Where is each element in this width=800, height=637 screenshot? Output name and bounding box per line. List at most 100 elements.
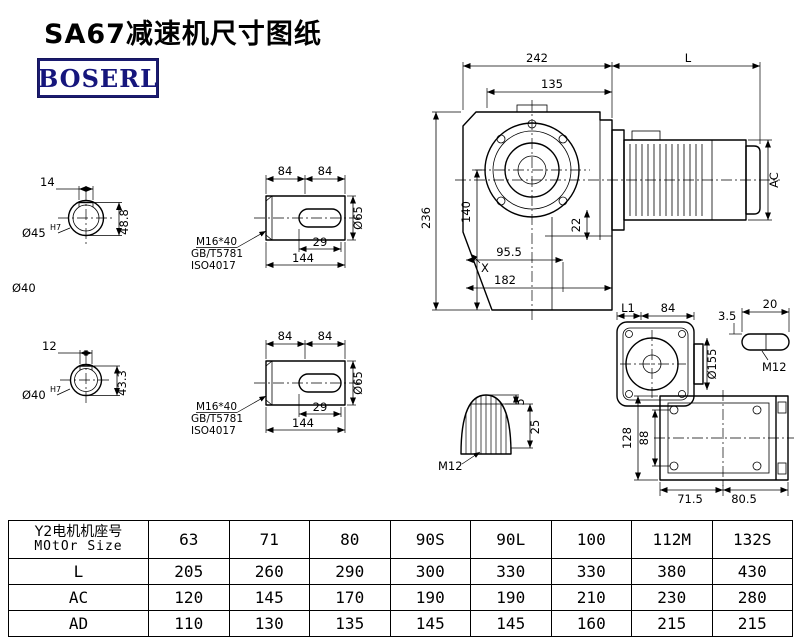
dim-L-text: L <box>685 51 692 65</box>
table-cell: 430 <box>711 558 793 585</box>
dim-88-text: 88 <box>637 431 651 446</box>
table-cell: 170 <box>309 584 391 611</box>
header-cell-132s: 132S <box>711 520 793 559</box>
dim-84-right-text: 84 <box>318 164 333 178</box>
dim-5-text: 5 <box>513 398 527 405</box>
dim-135-text: 135 <box>541 77 563 91</box>
dim-d65-text: Ø65 <box>351 371 365 395</box>
dim-d65: Ø65 <box>347 195 365 241</box>
dim-keyway-width: 12 <box>42 339 93 364</box>
header-cell-80: 80 <box>309 520 391 559</box>
mount-slot <box>777 401 787 414</box>
table-header-row: Y2电机机座号 MOtOr Size 63 71 80 90S 90L 100 … <box>8 520 793 559</box>
header-label-cn: Y2电机机座号 <box>34 523 123 540</box>
bolt-hole <box>669 405 679 415</box>
dim-d65: Ø65 <box>347 360 365 406</box>
dim-29-text: 29 <box>313 235 328 249</box>
dim-keyway-depth: 48.8 <box>88 202 131 236</box>
dim-d45-text: Ø45 <box>22 226 46 240</box>
dim-84-84: 84 84 <box>265 164 346 194</box>
mount-slot <box>777 462 787 475</box>
motor-end-cap <box>745 145 761 215</box>
dim-84-left-text: 84 <box>278 329 293 343</box>
dim-3-5: 3.5 <box>718 309 742 335</box>
dim-182-text: 182 <box>494 273 516 287</box>
dim-bore-diameter: Ø40 H7 <box>22 385 71 402</box>
table-cell: 145 <box>470 610 552 637</box>
shaft-key-section-view: 5 25 M12 <box>438 394 542 473</box>
dim-144-text: 144 <box>292 251 314 265</box>
header-cell-100: 100 <box>550 520 632 559</box>
dim-25: 25 <box>505 403 542 449</box>
table-cell: 190 <box>389 584 471 611</box>
dim-29: 29 <box>298 394 342 418</box>
dim-236-text: 236 <box>419 207 433 229</box>
bolt-hole <box>558 196 568 206</box>
dim-71-5-80-5: 71.5 80.5 <box>659 482 789 506</box>
bolt-hole <box>669 461 679 471</box>
row-label-AD: AD <box>8 610 149 637</box>
bolt-hole <box>496 196 506 206</box>
output-bore <box>484 122 580 218</box>
dim-L: L <box>612 51 761 144</box>
note-gb-text: GB/T5781 <box>191 248 243 260</box>
shaft-end-view-1: 14 Ø45 H7 48.8 <box>22 175 131 246</box>
dim-14-text: 14 <box>40 175 55 189</box>
bottom-view: 128 88 71.5 80.5 <box>620 390 794 506</box>
note-iso-text: ISO4017 <box>191 425 236 437</box>
logo-text: BOSERL <box>37 63 159 93</box>
table-cell: 135 <box>309 610 391 637</box>
detail-x: X <box>470 253 489 275</box>
shaft-body <box>265 360 346 406</box>
table-row-AC: AC 120 145 170 190 190 210 230 280 <box>8 584 793 611</box>
table-cell: 380 <box>631 558 713 585</box>
section-hatching <box>465 395 507 454</box>
dim-keyway-width: 14 <box>40 175 94 200</box>
header-cell-112m: 112M <box>631 520 713 559</box>
bolt-note: M16*40 GB/T5781 ISO4017 <box>191 395 267 437</box>
thread-m12: M12 <box>438 451 481 473</box>
table-cell: 290 <box>309 558 391 585</box>
table-cell: 330 <box>470 558 552 585</box>
bolt-hole <box>527 119 537 129</box>
table-cell: 330 <box>550 558 632 585</box>
dim-140-text: 140 <box>459 201 473 223</box>
dim-l1-84: L1 84 <box>616 301 695 320</box>
dim-d155: Ø155 <box>703 338 719 390</box>
dim-128: 128 <box>620 395 658 481</box>
bolt-hole <box>678 330 686 338</box>
table-row-AD: AD 110 130 135 145 145 160 215 215 <box>8 610 793 637</box>
dim-242: 242 <box>462 51 613 118</box>
dim-29: 29 <box>298 229 342 253</box>
dim-95-5-text: 95.5 <box>496 245 522 259</box>
dim-84-left-text: 84 <box>278 164 293 178</box>
dim-22-text: 22 <box>569 218 583 233</box>
boserl-logo: BOSERL <box>38 59 158 97</box>
dim-144: 144 <box>265 242 346 269</box>
table-cell: 280 <box>711 584 793 611</box>
table-cell: 130 <box>228 610 310 637</box>
label-d40: Ø40 <box>12 281 36 295</box>
dim-L1-text: L1 <box>621 301 635 315</box>
row-label-L: L <box>8 558 149 585</box>
note-gb-text: GB/T5781 <box>191 413 243 425</box>
shaft-body <box>265 195 346 241</box>
dim-71-5-text: 71.5 <box>677 492 703 506</box>
dim-bore-diameter: Ø45 H7 <box>22 223 71 240</box>
table-cell: 110 <box>148 610 230 637</box>
shaft-side-view-2: 84 84 29 144 Ø65 M16*40 <box>191 329 365 437</box>
bolt-hole <box>625 390 633 398</box>
bolt-hole <box>752 405 762 415</box>
bolt-hole <box>752 461 762 471</box>
dim-22: 22 <box>569 210 591 240</box>
header-label-en: MOtOr Size <box>34 539 123 555</box>
table-cell: 230 <box>631 584 713 611</box>
thread-m12-text: M12 <box>762 360 787 374</box>
note-m16-text: M16*40 <box>196 401 237 413</box>
table-cell: 300 <box>389 558 471 585</box>
dim-80-5-text: 80.5 <box>731 492 757 506</box>
main-view: 242 L 135 236 140 <box>419 51 781 322</box>
dim-12-text: 12 <box>42 339 57 353</box>
dim-m12-text: M12 <box>438 459 463 473</box>
